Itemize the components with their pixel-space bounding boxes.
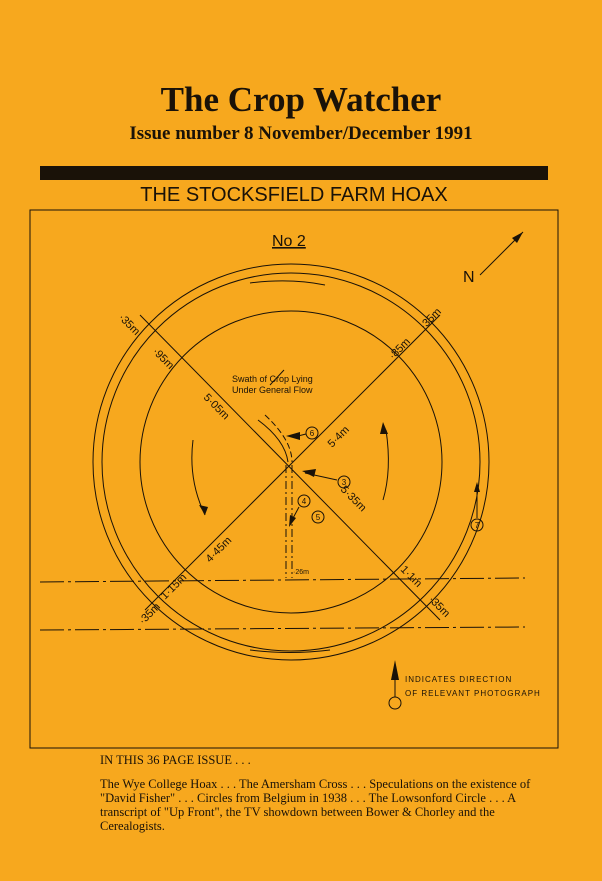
marker-7: 7 bbox=[475, 521, 480, 530]
diagonal-sw-ne bbox=[144, 314, 441, 611]
swath-note-1: Swath of Crop Lying bbox=[232, 374, 313, 384]
label-nw-radius: 5·05m bbox=[201, 392, 232, 423]
north-label: N bbox=[463, 269, 475, 286]
article-title: THE STOCKSFIELD FARM HOAX bbox=[140, 184, 448, 206]
outer-ring-inner bbox=[101, 272, 481, 652]
marker-3: 3 bbox=[342, 478, 347, 487]
marker-5: 5 bbox=[316, 513, 321, 522]
tramline-1 bbox=[39, 577, 526, 583]
tramline-2 bbox=[39, 626, 526, 631]
label-nw-outer: ·35m bbox=[116, 312, 142, 338]
flow-arrow-bottom bbox=[249, 649, 331, 653]
diagram-frame bbox=[29, 209, 559, 749]
flow-arrow-top bbox=[249, 280, 326, 286]
marker-4: 4 bbox=[302, 497, 307, 506]
label-sw-outer: ·35m bbox=[137, 601, 163, 627]
flow-arrow-left bbox=[191, 439, 206, 516]
magazine-title: The Crop Watcher bbox=[160, 80, 442, 119]
central-circle bbox=[139, 310, 443, 614]
label-se-outer: ·35m bbox=[426, 594, 452, 620]
label-ne-radius: 5·4m bbox=[326, 424, 352, 450]
flow-arrow-right bbox=[382, 429, 389, 501]
contents-heading: IN THIS 36 PAGE ISSUE . . . bbox=[100, 753, 251, 767]
label-ne-outer: ·35m bbox=[418, 306, 444, 332]
issue-line: Issue number 8 November/December 1991 bbox=[129, 123, 473, 144]
label-track: ·26m bbox=[293, 569, 309, 576]
legend-line-2: of Relevant Photograph bbox=[405, 689, 541, 698]
marker-6: 6 bbox=[310, 429, 315, 438]
contents-body: The Wye College Hoax . . . The Amersham … bbox=[100, 777, 531, 833]
divider-bar bbox=[40, 166, 548, 180]
label-se-ring: 1·1m bbox=[398, 564, 424, 590]
swath-note-2: Under General Flow bbox=[232, 385, 313, 395]
legend-line-1: Indicates Direction bbox=[405, 675, 512, 684]
diagonal-nw-se bbox=[139, 314, 441, 621]
label-se-radius: 5·35m bbox=[338, 484, 369, 515]
issue-contents: IN THIS 36 PAGE ISSUE . . . The Wye Coll… bbox=[100, 753, 540, 843]
label-nw-ring: ·95m bbox=[150, 346, 176, 372]
diagram-number: No 2 bbox=[272, 233, 306, 250]
label-ne-ring: ·85m bbox=[387, 336, 413, 362]
label-sw-ring: 1·15m bbox=[159, 572, 190, 603]
outer-ring bbox=[92, 263, 490, 661]
label-sw-radius: 4·45m bbox=[204, 535, 235, 566]
